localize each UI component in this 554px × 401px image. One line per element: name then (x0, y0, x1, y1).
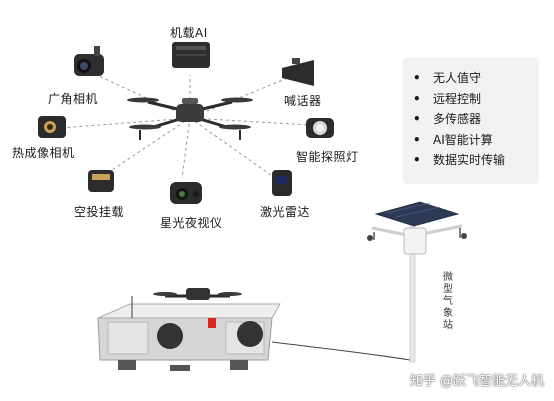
features-panel: •无人值守 •远程控制 •多传感器 •AI智能计算 •数据实时传输 (403, 58, 539, 184)
night-vision-icon (166, 176, 206, 208)
weather-station-icon (367, 201, 467, 363)
night-vision-label: 星光夜视仪 (160, 216, 223, 230)
wide-camera-icon (68, 44, 108, 80)
lidar-label: 激光雷达 (260, 205, 311, 219)
drop-mount-icon (84, 166, 118, 196)
drone-dock-icon (97, 288, 281, 371)
feature-item: •远程控制 (413, 91, 482, 106)
lidar-icon (266, 166, 298, 198)
searchlight-label: 智能探照灯 (296, 150, 359, 164)
feature-item: •无人值守 (413, 71, 482, 85)
searchlight-icon (302, 112, 338, 142)
thermal-camera-label: 热成像相机 (12, 146, 75, 160)
ai-module-label: 机载AI (170, 26, 208, 40)
feature-item: •数据实时传输 (413, 153, 506, 167)
weather-station-label: 微型气象站 (443, 272, 453, 331)
watermark: 知乎 @跃飞智能无人机 (409, 374, 544, 389)
drop-mount-label: 空投挂载 (74, 205, 125, 219)
megaphone-label: 喊话器 (284, 94, 322, 108)
megaphone-icon (278, 58, 318, 88)
wide-camera-label: 广角相机 (48, 92, 99, 106)
drone-icon (127, 97, 253, 140)
feature-item: •AI智能计算 (413, 132, 493, 147)
feature-item: •多传感器 (413, 112, 482, 126)
thermal-camera-icon (36, 114, 68, 140)
ai-module-icon (170, 40, 212, 70)
